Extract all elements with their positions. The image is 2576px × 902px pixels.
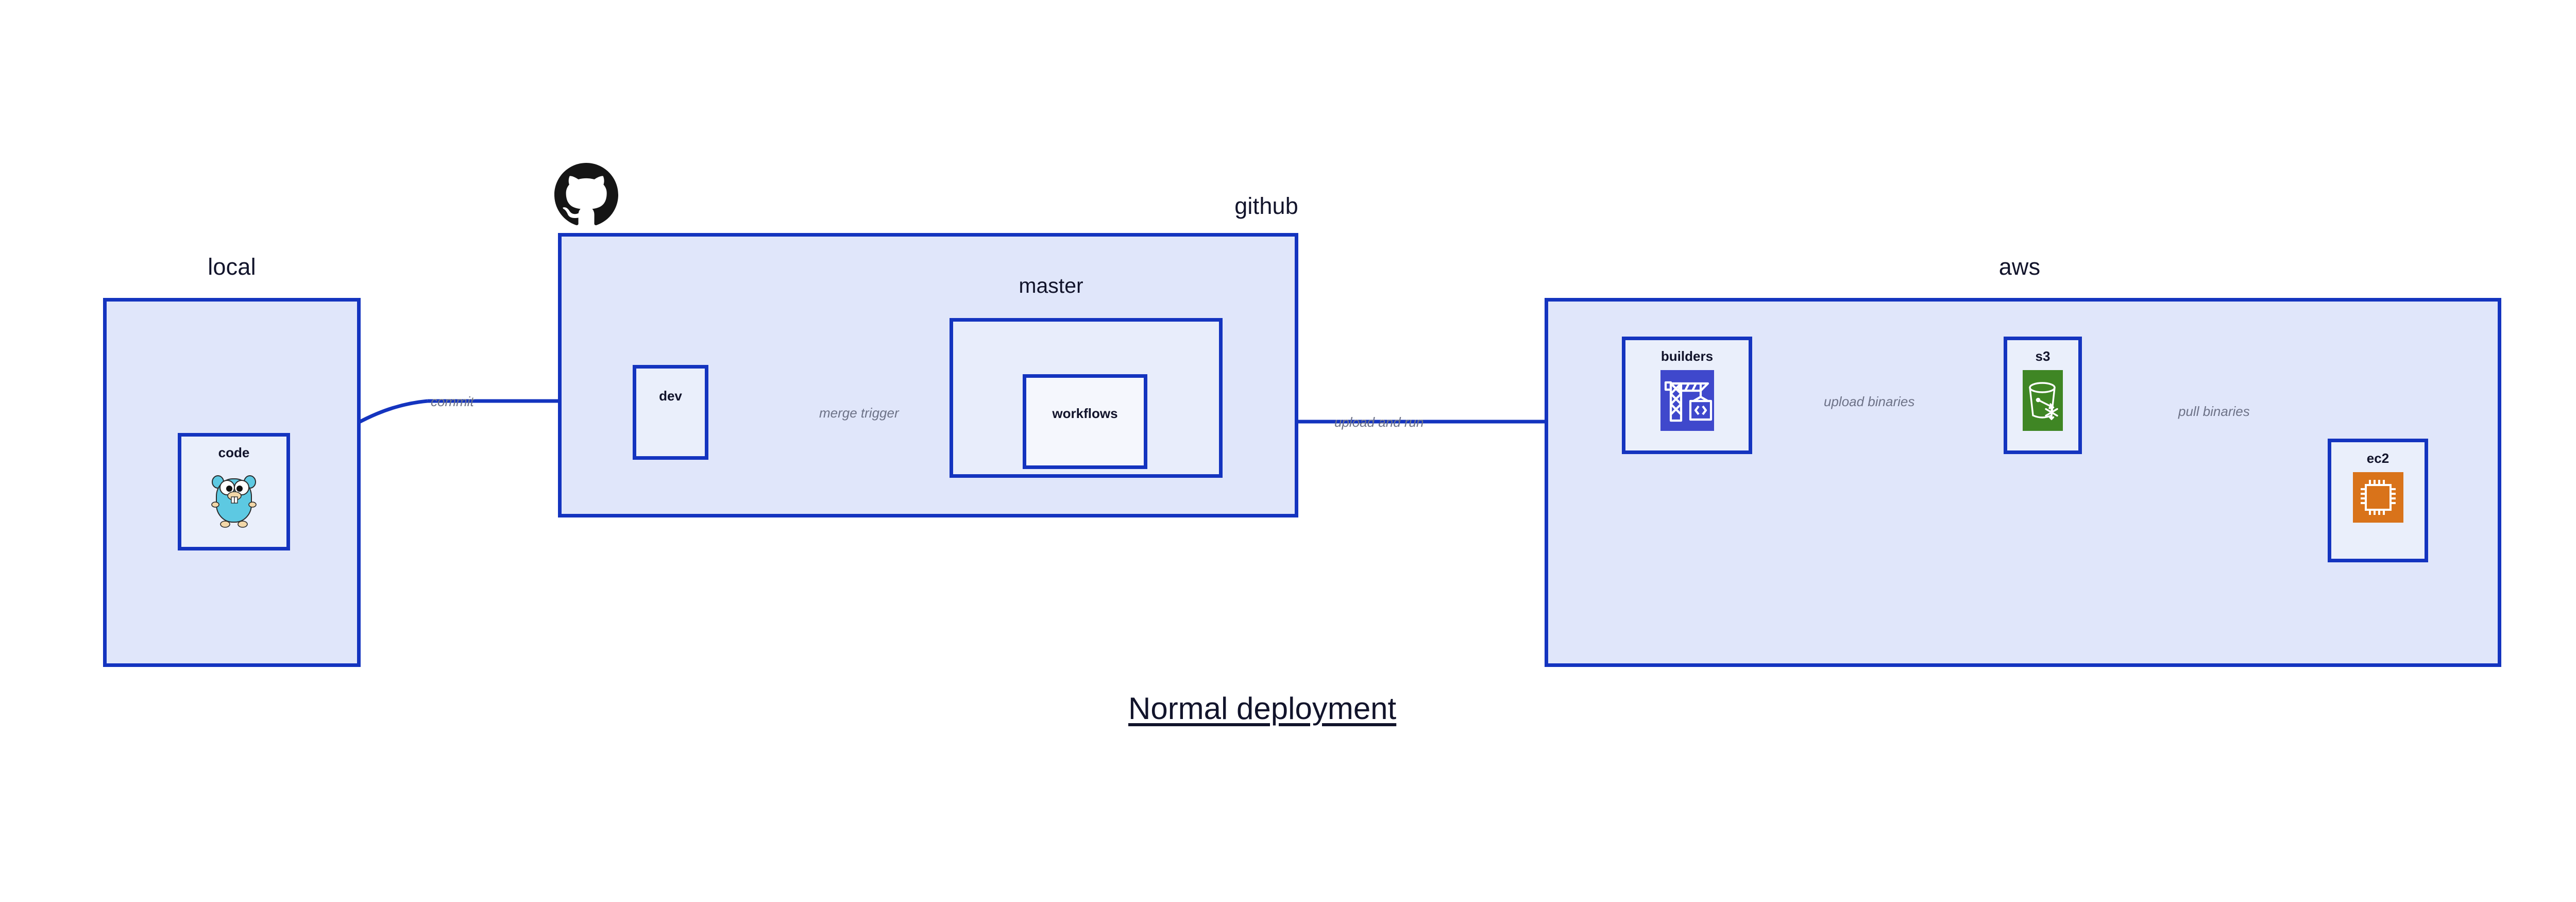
group-label-local: local [208,254,256,280]
aws-ec2-icon [2352,472,2403,525]
node-builders[interactable]: builders [1622,337,1752,454]
edge-label-merge-trigger: merge trigger [819,405,899,421]
subgroup-label-master: master [1019,274,1083,297]
diagram-caption: Normal deployment [1128,691,1397,726]
node-label-code: code [218,445,250,460]
aws-codebuild-icon [1660,370,1714,433]
edge-label-pull-binaries: pull binaries [2178,404,2250,419]
group-label-github: github [1234,193,1298,219]
node-label-workflows: workflows [1052,406,1118,421]
node-ec2[interactable]: ec2 [2328,439,2428,562]
node-label-ec2: ec2 [2366,450,2389,466]
edge-label-commit: commit [431,394,474,409]
node-label-builders: builders [1660,348,1714,364]
edge-label-upload-binaries: upload binaries [1824,394,1915,409]
node-code[interactable]: code [178,433,290,550]
github-octocat-icon [554,163,618,227]
node-label-s3: s3 [2035,348,2050,364]
node-dev[interactable]: dev [633,365,708,460]
go-gopher-icon [209,466,259,531]
node-workflows[interactable]: workflows [1023,374,1147,469]
node-s3[interactable]: s3 [2004,337,2082,454]
group-label-aws: aws [1998,254,2041,280]
aws-s3-glacier-icon [2023,370,2063,433]
node-label-dev: dev [659,388,682,404]
edge-label-upload-and-run: upload and run [1334,414,1424,430]
